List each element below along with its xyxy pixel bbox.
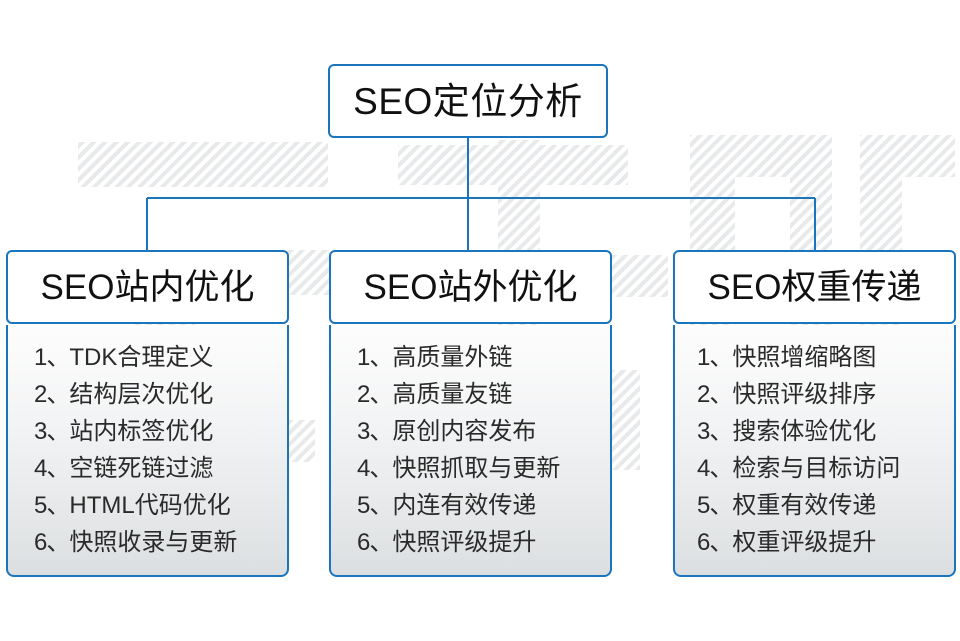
list-item-label: 空链死链过滤 [69, 455, 214, 482]
branch-column-seo-weight: SEO权重传递 1、 快照增缩略图 2、 快照评级排序 3、 搜索体验优化 [673, 250, 956, 577]
list-item-index: 3、 [357, 418, 393, 445]
branch-header-seo-weight[interactable]: SEO权重传递 [673, 250, 956, 324]
branch-list-seo-offsite: 1、 高质量外链 2、 高质量友链 3、 原创内容发布 4、 快照抓取与更新 [331, 339, 610, 561]
branch-header-title: SEO权重传递 [707, 267, 922, 307]
list-item-index: 2、 [34, 381, 70, 408]
list-item[interactable]: 6、 权重评级提升 [675, 524, 954, 561]
root-node-title: SEO定位分析 [353, 80, 583, 122]
list-item-index: 3、 [34, 418, 70, 445]
list-item[interactable]: 1、 TDK合理定义 [8, 339, 287, 376]
list-item-index: 5、 [357, 492, 393, 519]
list-item-label: TDK合理定义 [69, 344, 214, 371]
list-item[interactable]: 3、 搜索体验优化 [675, 413, 954, 450]
list-item[interactable]: 3、 站内标签优化 [8, 413, 287, 450]
list-item-index: 6、 [34, 529, 70, 556]
list-item-label: 快照评级排序 [732, 381, 877, 408]
list-item[interactable]: 4、 检索与目标访问 [675, 450, 954, 487]
list-item-index: 2、 [357, 381, 393, 408]
list-item-index: 6、 [357, 529, 393, 556]
list-item-label: 检索与目标访问 [732, 455, 901, 482]
list-item-index: 1、 [357, 344, 393, 371]
list-item-index: 1、 [697, 344, 733, 371]
list-item-label: 高质量外链 [392, 344, 513, 371]
list-item-label: 结构层次优化 [69, 381, 214, 408]
branch-body-seo-offsite: 1、 高质量外链 2、 高质量友链 3、 原创内容发布 4、 快照抓取与更新 [329, 325, 612, 577]
list-item-index: 4、 [697, 455, 733, 482]
branch-columns: SEO站内优化 1、 TDK合理定义 2、 结构层次优化 3、 站内标签优化 [0, 250, 960, 590]
list-item[interactable]: 3、 原创内容发布 [331, 413, 610, 450]
list-item-label: 权重评级提升 [732, 529, 877, 556]
list-item[interactable]: 4、 快照抓取与更新 [331, 450, 610, 487]
list-item-label: 搜索体验优化 [732, 418, 877, 445]
list-item[interactable]: 6、 快照评级提升 [331, 524, 610, 561]
branch-body-seo-onsite: 1、 TDK合理定义 2、 结构层次优化 3、 站内标签优化 4、 空链死链过滤 [6, 325, 289, 577]
branch-column-seo-onsite: SEO站内优化 1、 TDK合理定义 2、 结构层次优化 3、 站内标签优化 [6, 250, 289, 577]
branch-list-seo-weight: 1、 快照增缩略图 2、 快照评级排序 3、 搜索体验优化 4、 检索与目标访问 [675, 339, 954, 561]
list-item-label: 快照收录与更新 [69, 529, 238, 556]
list-item-label: 快照增缩略图 [732, 344, 877, 371]
branch-column-seo-offsite: SEO站外优化 1、 高质量外链 2、 高质量友链 3、 原创内容发布 [329, 250, 612, 577]
list-item-label: 内连有效传递 [392, 492, 537, 519]
list-item-index: 5、 [697, 492, 733, 519]
list-item[interactable]: 6、 快照收录与更新 [8, 524, 287, 561]
branch-body-seo-weight: 1、 快照增缩略图 2、 快照评级排序 3、 搜索体验优化 4、 检索与目标访问 [673, 325, 956, 577]
list-item-label: 高质量友链 [392, 381, 513, 408]
list-item[interactable]: 2、 结构层次优化 [8, 376, 287, 413]
root-node[interactable]: SEO定位分析 [328, 64, 608, 138]
list-item-label: 权重有效传递 [732, 492, 877, 519]
list-item[interactable]: 4、 空链死链过滤 [8, 450, 287, 487]
branch-list-seo-onsite: 1、 TDK合理定义 2、 结构层次优化 3、 站内标签优化 4、 空链死链过滤 [8, 339, 287, 561]
list-item-index: 5、 [34, 492, 70, 519]
list-item-index: 1、 [34, 344, 70, 371]
list-item-label: 快照抓取与更新 [392, 455, 561, 482]
branch-header-seo-offsite[interactable]: SEO站外优化 [329, 250, 612, 324]
list-item-label: HTML代码优化 [69, 492, 231, 519]
list-item-index: 4、 [357, 455, 393, 482]
list-item-index: 6、 [697, 529, 733, 556]
branch-header-seo-onsite[interactable]: SEO站内优化 [6, 250, 289, 324]
list-item[interactable]: 2、 快照评级排序 [675, 376, 954, 413]
list-item-label: 原创内容发布 [392, 418, 537, 445]
list-item-label: 站内标签优化 [69, 418, 214, 445]
list-item[interactable]: 1、 高质量外链 [331, 339, 610, 376]
list-item[interactable]: 1、 快照增缩略图 [675, 339, 954, 376]
list-item-index: 4、 [34, 455, 70, 482]
list-item-index: 3、 [697, 418, 733, 445]
list-item[interactable]: 2、 高质量友链 [331, 376, 610, 413]
branch-header-title: SEO站外优化 [363, 267, 578, 307]
branch-header-title: SEO站内优化 [40, 267, 255, 307]
list-item[interactable]: 5、 权重有效传递 [675, 487, 954, 524]
list-item-label: 快照评级提升 [392, 529, 537, 556]
list-item[interactable]: 5、 内连有效传递 [331, 487, 610, 524]
list-item-index: 2、 [697, 381, 733, 408]
list-item[interactable]: 5、 HTML代码优化 [8, 487, 287, 524]
